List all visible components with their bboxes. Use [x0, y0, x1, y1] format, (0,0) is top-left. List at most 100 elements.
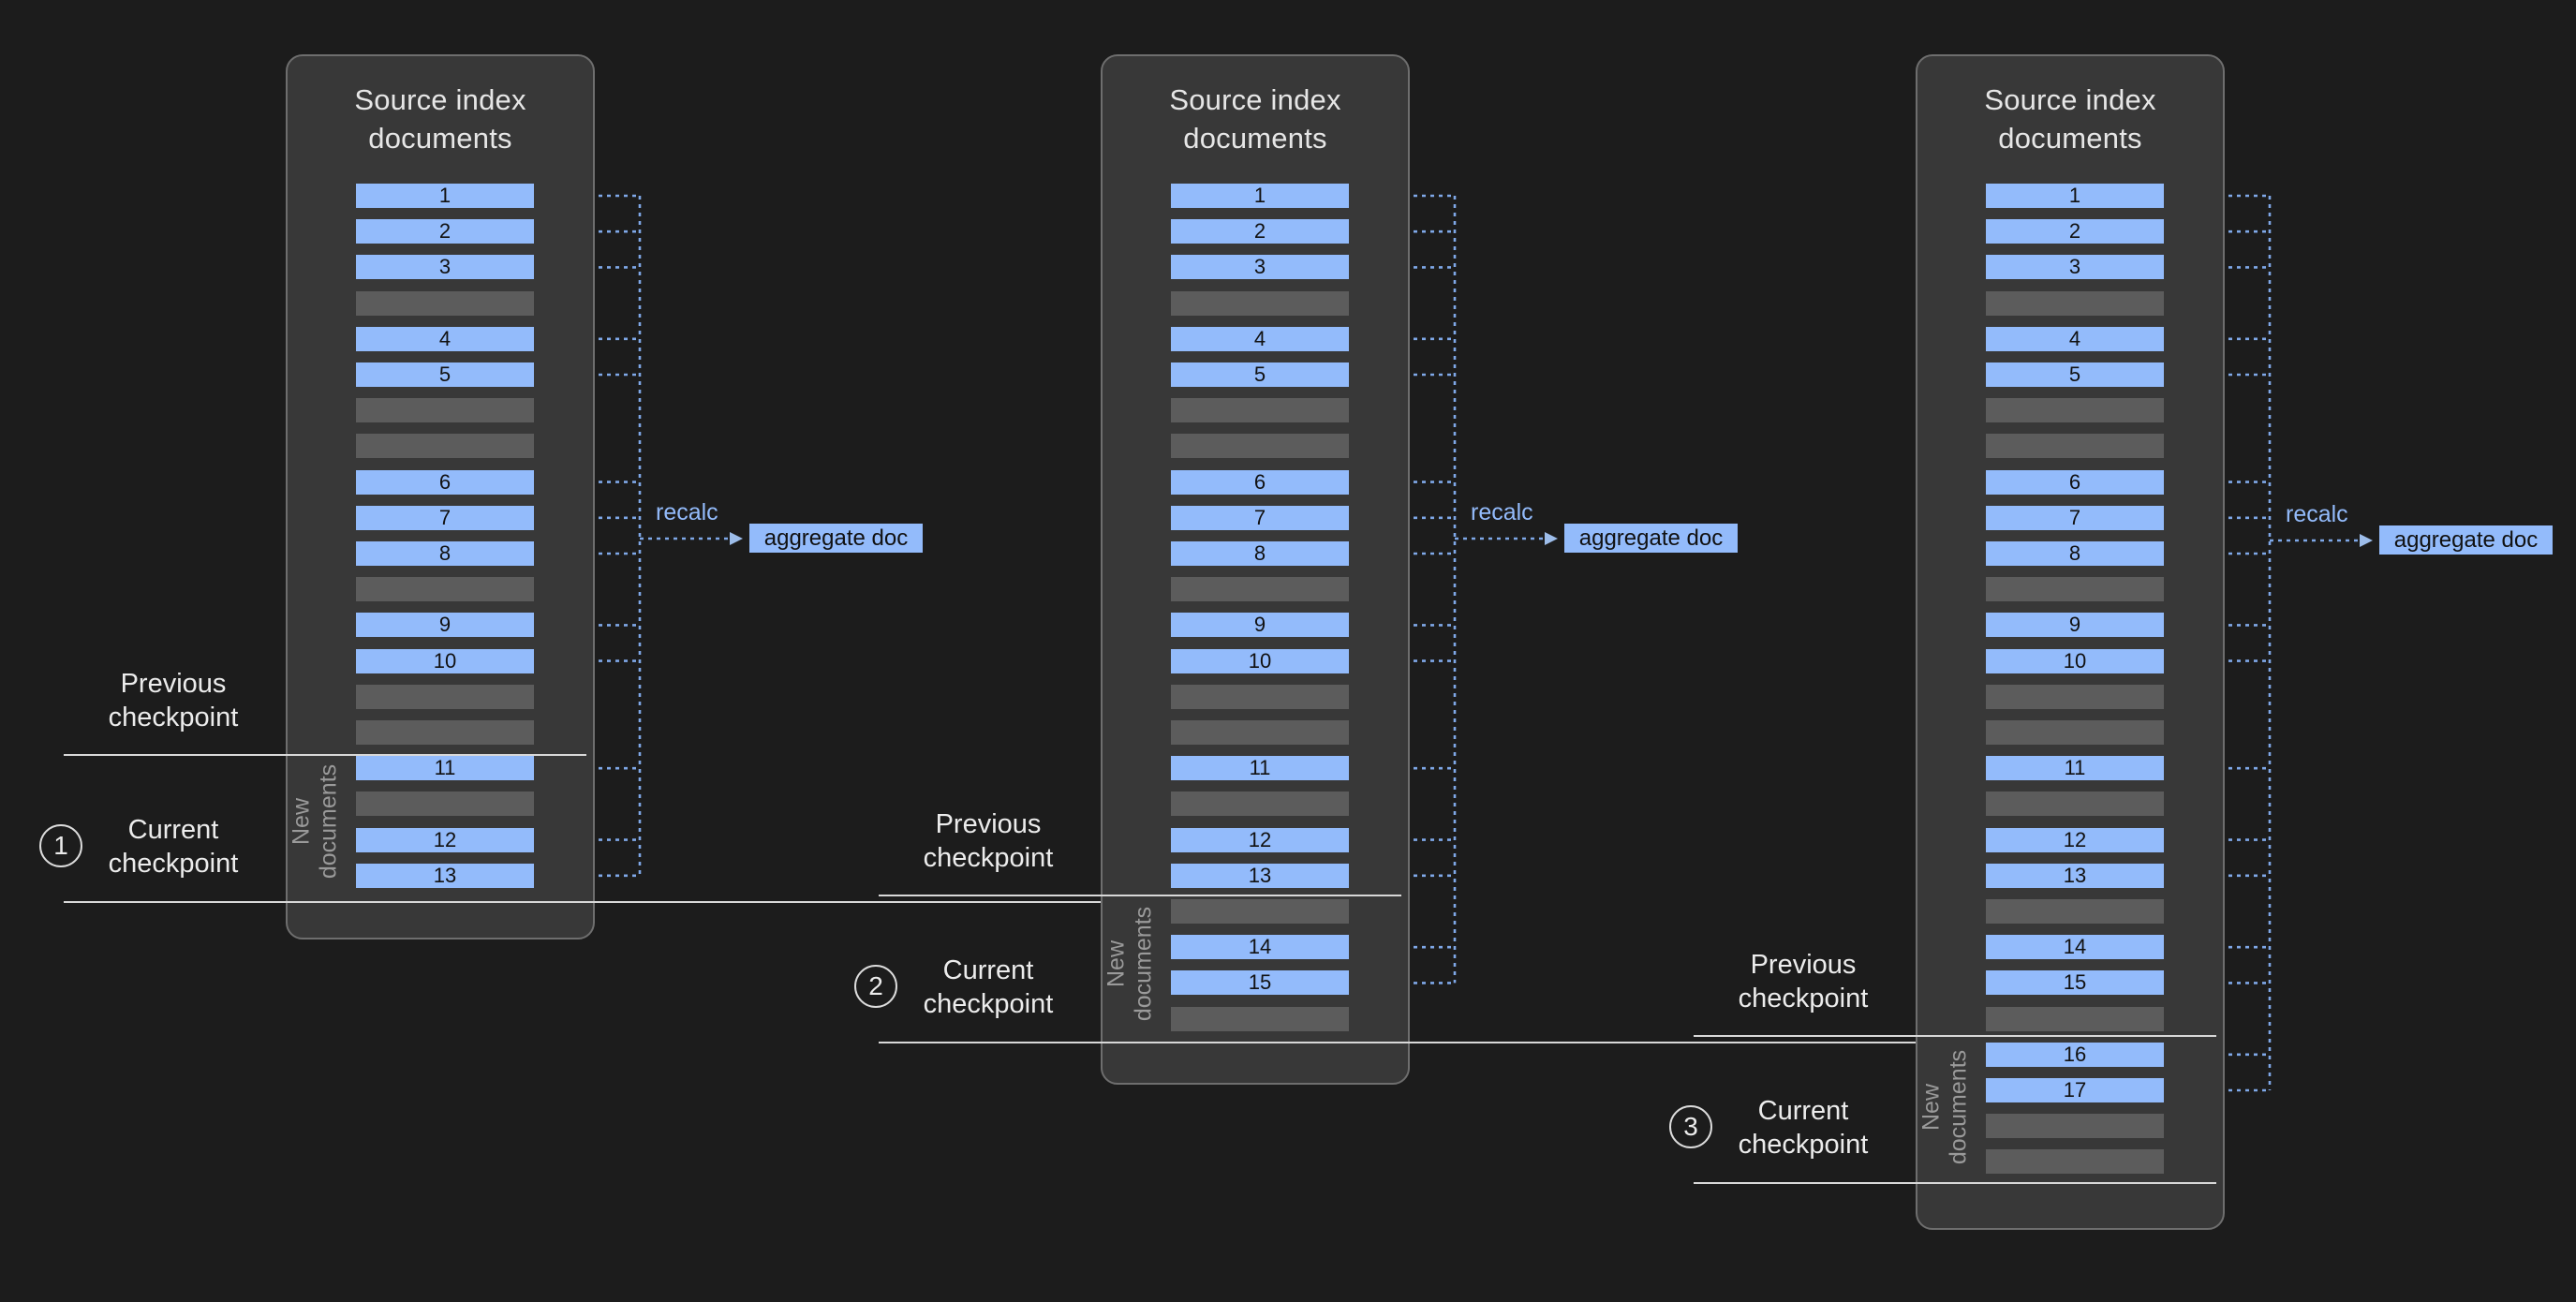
document-row: 11	[1171, 756, 1349, 781]
empty-row	[1986, 684, 2164, 709]
empty-row	[1986, 899, 2164, 924]
document-row: 4	[356, 326, 534, 351]
current-checkpoint-line-1	[64, 901, 1403, 903]
document-row: 17	[1986, 1078, 2164, 1102]
empty-row	[356, 720, 534, 745]
panel-title-3: Source index documents	[1984, 83, 2156, 155]
current-checkpoint-label-2: Current checkpoint	[923, 955, 1054, 1019]
empty-row	[356, 290, 534, 316]
document-row: 7	[1986, 505, 2164, 530]
current-checkpoint-label-3: Current checkpoint	[1738, 1096, 1869, 1160]
document-row: 13	[356, 863, 534, 888]
empty-row	[1171, 577, 1349, 602]
previous-checkpoint-line-3	[1694, 1035, 2216, 1037]
previous-checkpoint-label-3: Previous checkpoint	[1738, 950, 1869, 1013]
previous-checkpoint-line-2	[879, 895, 1401, 896]
document-row: 9	[1171, 613, 1349, 638]
empty-row	[1171, 434, 1349, 459]
empty-row	[356, 577, 534, 602]
empty-row	[1986, 577, 2164, 602]
document-row: 5	[1986, 362, 2164, 387]
empty-row	[1986, 1006, 2164, 1031]
document-row: 8	[1171, 541, 1349, 566]
panel-title-2: Source index documents	[1169, 83, 1341, 155]
document-row: 12	[1171, 827, 1349, 852]
previous-checkpoint-label-1: Previous checkpoint	[108, 669, 239, 732]
empty-row	[1171, 398, 1349, 423]
previous-checkpoint-label-2: Previous checkpoint	[923, 809, 1054, 873]
document-row: 2	[356, 219, 534, 244]
empty-row	[1171, 792, 1349, 817]
checkpoint-step-number-2: 2	[854, 965, 897, 1008]
document-row: 15	[1171, 970, 1349, 996]
document-row: 6	[1986, 469, 2164, 495]
empty-row	[1986, 792, 2164, 817]
checkpoint-step-number-1: 1	[39, 824, 82, 867]
document-row: 5	[356, 362, 534, 387]
empty-row	[356, 792, 534, 817]
empty-row	[1986, 434, 2164, 459]
document-row: 12	[1986, 827, 2164, 852]
document-row: 4	[1986, 326, 2164, 351]
empty-row	[1171, 684, 1349, 709]
document-row: 6	[1171, 469, 1349, 495]
document-row: 16	[1986, 1042, 2164, 1067]
source-index-panel-3: Source index documents	[1916, 54, 2225, 1230]
document-row: 6	[356, 469, 534, 495]
recalc-arrowhead	[730, 532, 743, 545]
document-row: 11	[1986, 756, 2164, 781]
document-row: 5	[1171, 362, 1349, 387]
empty-row	[1171, 290, 1349, 316]
document-row: 3	[356, 255, 534, 280]
document-row: 2	[1986, 219, 2164, 244]
document-row: 10	[1171, 648, 1349, 673]
document-row: 3	[1986, 255, 2164, 280]
empty-row	[356, 684, 534, 709]
document-row: 1	[1171, 184, 1349, 208]
empty-row	[1986, 290, 2164, 316]
document-row: 8	[356, 541, 534, 566]
document-row: 1	[1986, 184, 2164, 208]
document-row: 7	[356, 505, 534, 530]
empty-row	[1986, 1114, 2164, 1139]
current-checkpoint-label-1: Current checkpoint	[108, 815, 239, 879]
document-row: 3	[1171, 255, 1349, 280]
empty-row	[1171, 899, 1349, 924]
document-row: 15	[1986, 970, 2164, 996]
aggregate-doc-2: aggregate doc	[1564, 524, 1738, 553]
recalc-label-3: recalc	[2286, 501, 2348, 527]
document-row: 10	[356, 648, 534, 673]
document-row: 13	[1171, 863, 1349, 888]
current-checkpoint-line-2	[879, 1042, 2218, 1043]
empty-row	[1171, 1006, 1349, 1031]
empty-row	[1171, 720, 1349, 745]
document-row: 4	[1171, 326, 1349, 351]
aggregate-doc-3: aggregate doc	[2379, 525, 2553, 555]
previous-checkpoint-line-1	[64, 754, 586, 756]
panel-title-1: Source index documents	[354, 83, 526, 155]
document-row: 9	[1986, 613, 2164, 638]
document-row: 2	[1171, 219, 1349, 244]
document-row: 11	[356, 756, 534, 781]
current-checkpoint-line-3	[1694, 1182, 2216, 1184]
empty-row	[1986, 398, 2164, 423]
checkpoint-step-number-3: 3	[1669, 1105, 1712, 1148]
document-row: 8	[1986, 541, 2164, 566]
empty-row	[356, 398, 534, 423]
recalc-label-1: recalc	[656, 499, 718, 525]
document-row: 10	[1986, 648, 2164, 673]
empty-row	[356, 434, 534, 459]
recalc-arrowhead	[2360, 534, 2373, 547]
document-row: 9	[356, 613, 534, 638]
empty-row	[1986, 1149, 2164, 1175]
document-row: 14	[1986, 935, 2164, 960]
document-row: 1	[356, 184, 534, 208]
document-row: 7	[1171, 505, 1349, 530]
document-row: 14	[1171, 935, 1349, 960]
recalc-label-2: recalc	[1471, 499, 1533, 525]
document-row: 12	[356, 827, 534, 852]
empty-row	[1986, 720, 2164, 745]
aggregate-doc-1: aggregate doc	[749, 524, 923, 553]
recalc-arrowhead	[1545, 532, 1558, 545]
